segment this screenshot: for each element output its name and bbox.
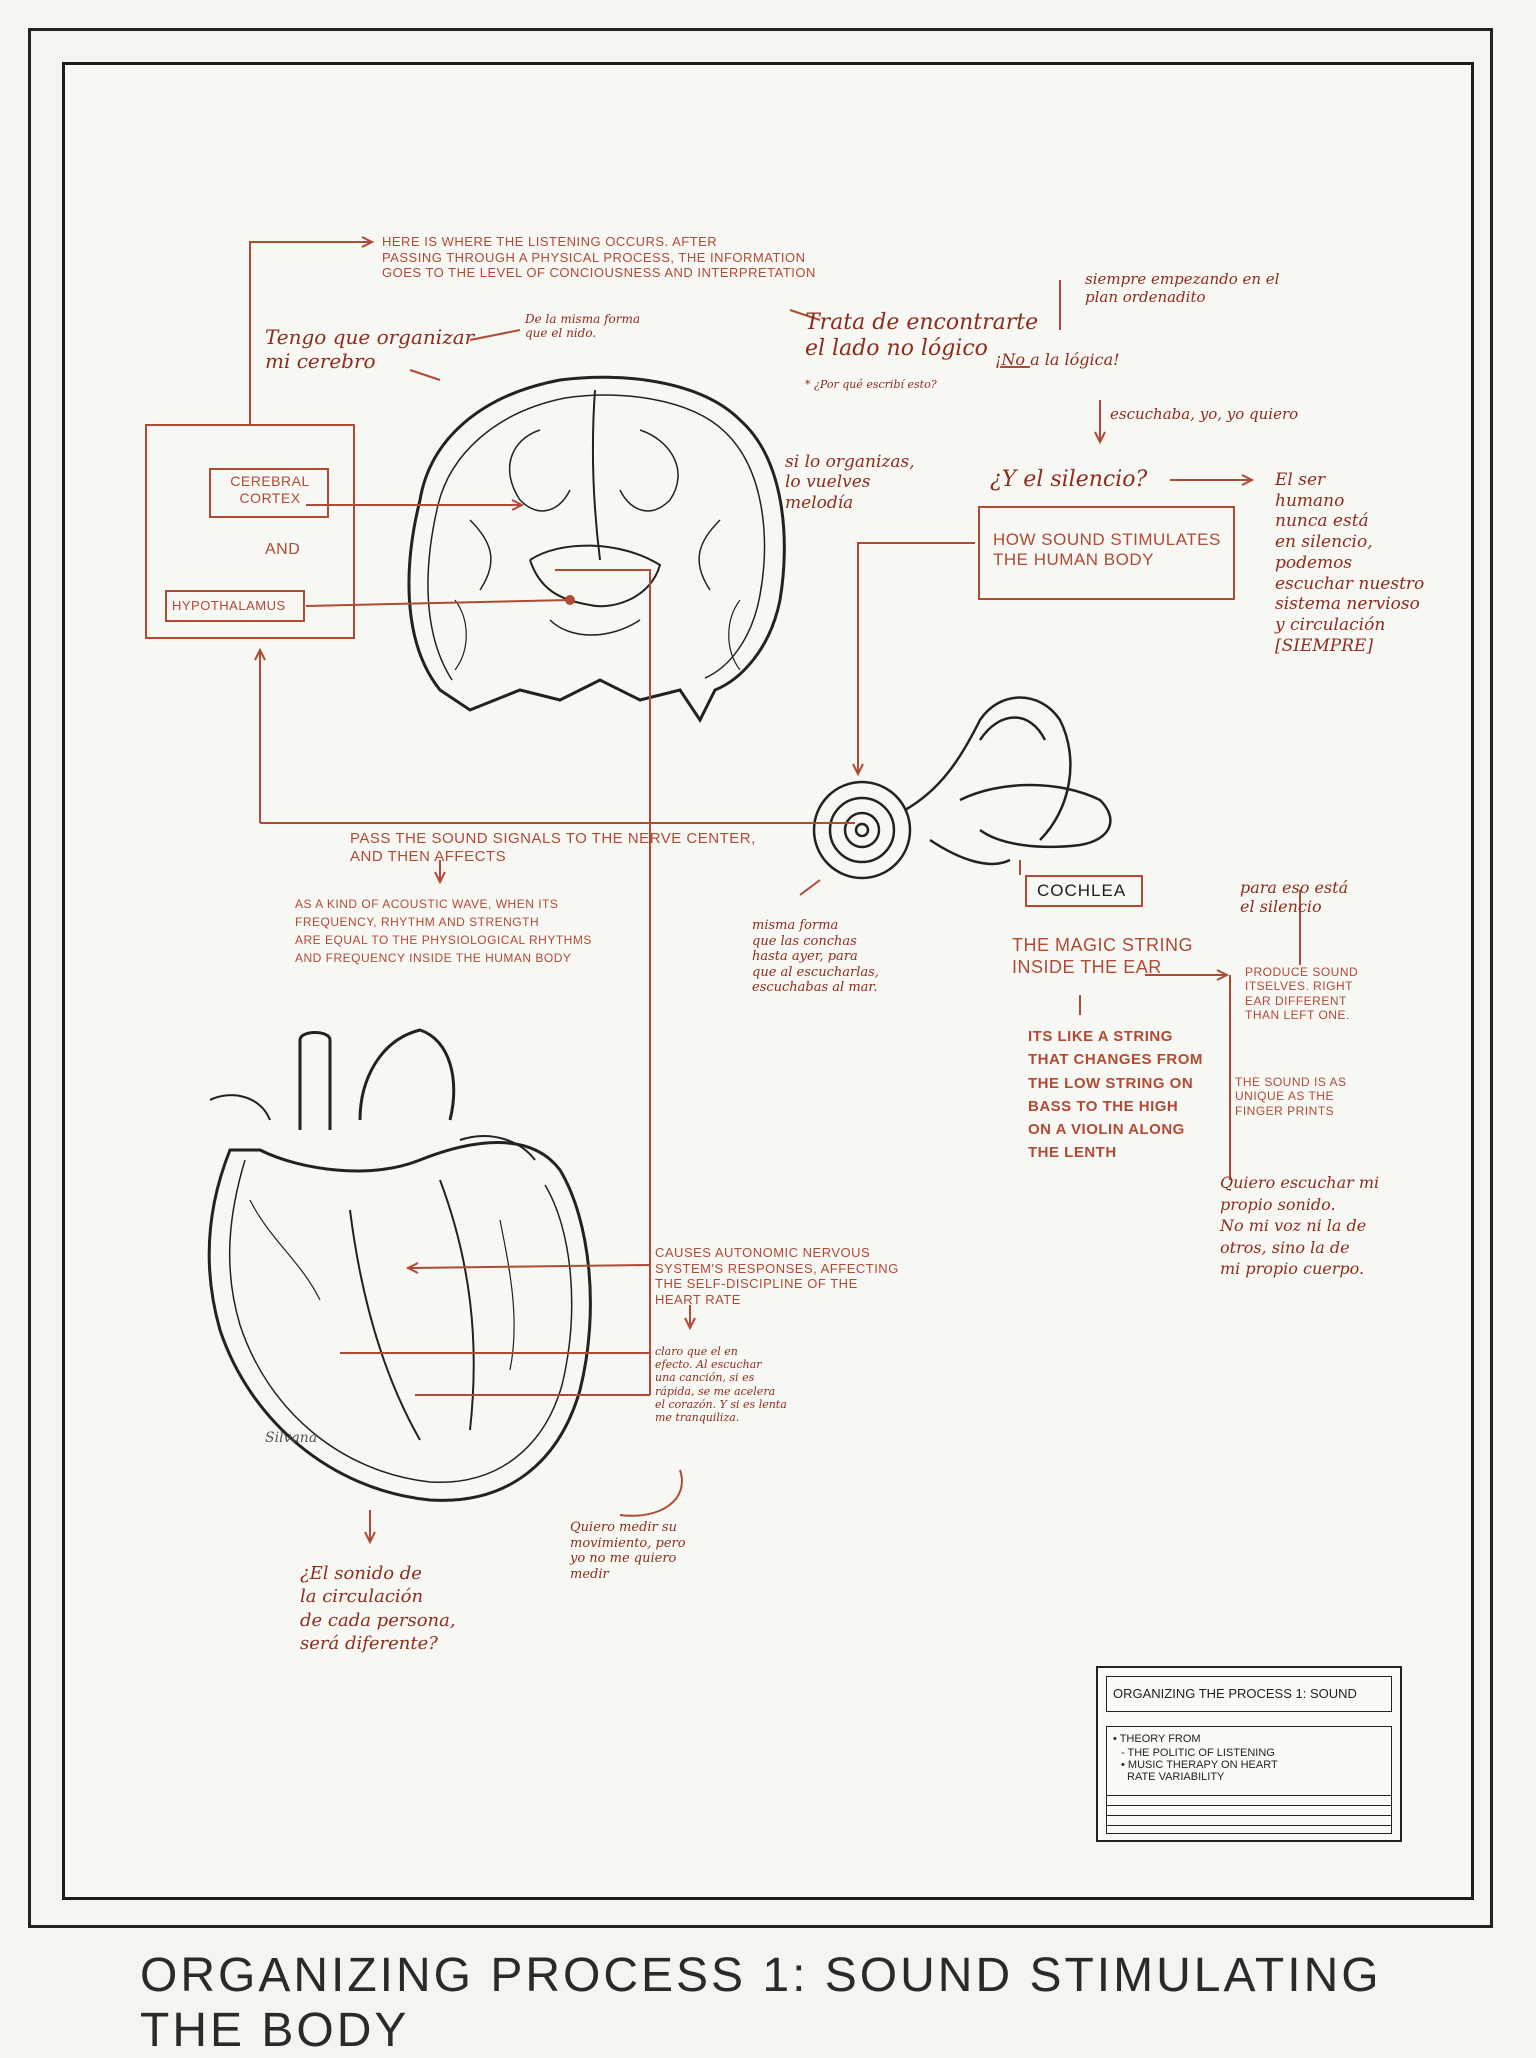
and-label: AND <box>265 541 301 558</box>
ear-drawing <box>812 696 1112 880</box>
signature: Silvana <box>265 1430 318 1446</box>
cerebral-cortex-label: CEREBRAL CORTEX <box>230 473 310 506</box>
no-logica-note: ¡No a la lógica! <box>995 350 1120 369</box>
unique-note: THE SOUND IS AS UNIQUE AS THE FINGER PRI… <box>1235 1075 1347 1118</box>
produce-note: PRODUCE SOUND ITSELVES. RIGHT EAR DIFFER… <box>1245 965 1359 1023</box>
para-eso-note: para eso está el silencio <box>1240 878 1349 917</box>
misma-forma-note: De la misma forma que el nido. <box>525 312 641 341</box>
string-note: ITS LIKE A STRING THAT CHANGES FROM THE … <box>1028 1028 1203 1162</box>
quiero-medir-note: Quiero medir su movimiento, pero yo no m… <box>570 1520 686 1582</box>
escuchaba-note: escuchaba, yo, yo quiero <box>1110 405 1299 423</box>
how-sound-box <box>978 506 1235 600</box>
cochlea-box <box>1025 875 1143 907</box>
legend-line-1: • THEORY FROM <box>1113 1733 1201 1745</box>
title-block-body: • THEORY FROM - THE POLITIC OF LISTENING… <box>1106 1726 1392 1834</box>
listening-note: HERE IS WHERE THE LISTENING OCCURS. AFTE… <box>382 234 816 281</box>
legend-line-4: RATE VARIABILITY <box>1127 1771 1225 1783</box>
hypothalamus-label: HYPOTHALAMUS <box>172 598 286 613</box>
title-block-heading: ORGANIZING THE PROCESS 1: SOUND <box>1106 1676 1392 1712</box>
brain-drawing <box>407 375 786 723</box>
page-title: ORGANIZING PROCESS 1: SOUND STIMULATING … <box>140 1949 1382 2057</box>
cerebral-cortex-box <box>209 468 329 518</box>
el-ser-note: El ser humano nunca está en silencio, po… <box>1275 470 1425 656</box>
silencio-note: ¿Y el silencio? <box>990 467 1148 492</box>
pass-sound-note: PASS THE SOUND SIGNALS TO THE NERVE CENT… <box>350 830 756 865</box>
outer-frame <box>28 28 1493 1928</box>
hypothalamus-box <box>165 590 305 622</box>
siempre-note: siempre empezando en el plan ordenadito <box>1085 270 1280 306</box>
cochlea-label: COCHLEA <box>1037 881 1127 900</box>
tengo-note: Tengo que organizar mi cerebro <box>265 325 475 373</box>
connector-lines <box>145 236 1301 1545</box>
el-sonido-note: ¿El sonido de la circulación de cada per… <box>300 1563 456 1655</box>
legend-line-2: - THE POLITIC OF LISTENING <box>1121 1747 1275 1759</box>
conchas-note: misma forma que las conchas hasta ayer, … <box>752 918 879 996</box>
title-block: ORGANIZING THE PROCESS 1: SOUND • THEORY… <box>1096 1666 1402 1842</box>
causes-note: CAUSES AUTONOMIC NERVOUS SYSTEM'S RESPON… <box>655 1245 899 1307</box>
heart-drawing <box>207 1028 592 1502</box>
quiero-escuchar-note: Quiero escuchar mi propio sonido. No mi … <box>1220 1173 1380 1279</box>
legend-line-3: • MUSIC THERAPY ON HEART <box>1121 1759 1278 1771</box>
trata-note: Trata de encontrarte el lado no lógico <box>805 310 1039 362</box>
magic-string-note: THE MAGIC STRING INSIDE THE EAR <box>1012 935 1194 977</box>
inner-frame <box>62 62 1474 1900</box>
acoustic-note: AS A KIND OF ACOUSTIC WAVE, WHEN ITS FRE… <box>295 897 592 965</box>
claro-note: claro que el en efecto. Al escuchar una … <box>655 1345 787 1424</box>
si-organizas-note: si lo organizas, lo vuelves melodía <box>785 452 915 513</box>
how-sound-label: HOW SOUND STIMULATES THE HUMAN BODY <box>993 530 1221 570</box>
por-que-note: * ¿Por qué escribí esto? <box>805 378 937 391</box>
